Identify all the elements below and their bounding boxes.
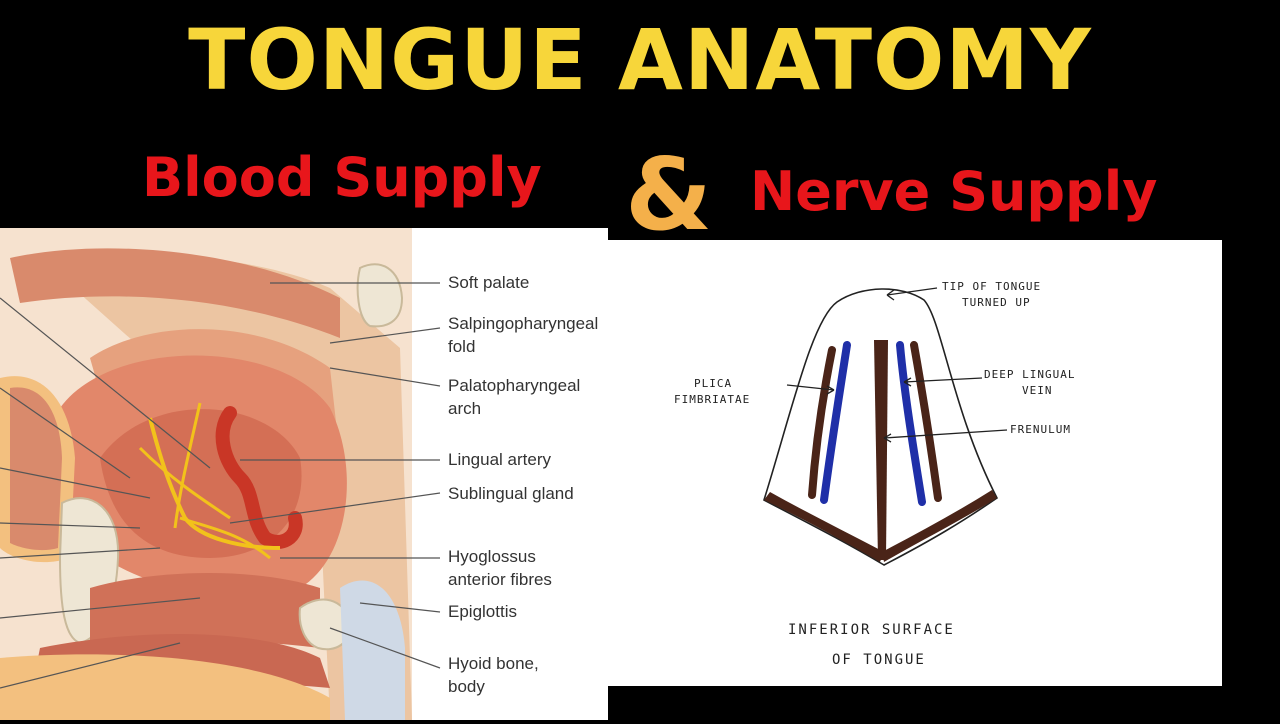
label-hyoid-body: body	[448, 677, 485, 696]
sagittal-section-panel: Soft palate Salpingopharyngeal fold Pala…	[0, 228, 608, 721]
label-hyoglossus: Hyoglossus	[448, 547, 536, 566]
ampersand: &	[625, 136, 713, 253]
caption-inferior-surface: INFERIOR SURFACE	[788, 622, 955, 638]
label-lingual-artery: Lingual artery	[448, 450, 552, 469]
label-epiglottis: Epiglottis	[448, 602, 517, 621]
label-plica: PLICA	[694, 377, 733, 390]
label-palatopharyngeal: Palatopharyngeal	[448, 376, 581, 395]
label-hyoglossus-fibres: anterior fibres	[448, 570, 552, 589]
blood-supply-heading: Blood Supply	[142, 146, 542, 209]
caption-of-tongue: OF TONGUE	[832, 652, 926, 668]
label-fimbriatae: FIMBRIATAE	[674, 393, 751, 406]
label-salpingopharyngeal: Salpingopharyngeal	[448, 314, 599, 333]
label-tip-of-tongue: TIP OF TONGUE	[942, 280, 1042, 293]
inferior-surface-panel: TIP OF TONGUE TURNED UP PLICA FIMBRIATAE…	[602, 240, 1222, 686]
label-hyoid-bone: Hyoid bone,	[448, 654, 539, 673]
nerve-supply-heading: Nerve Supply	[750, 160, 1158, 223]
label-vein: VEIN	[1022, 384, 1053, 397]
label-soft-palate: Soft palate	[448, 273, 530, 292]
sagittal-section-illustration	[0, 228, 441, 721]
label-turned-up: TURNED UP	[962, 296, 1031, 309]
label-sublingual-gland: Sublingual gland	[448, 484, 574, 503]
page-title: TONGUE ANATOMY	[188, 11, 1092, 109]
inferior-surface-drawing	[763, 287, 1008, 566]
label-salpingopharyngeal-fold: fold	[448, 337, 476, 356]
label-frenulum: FRENULUM	[1010, 423, 1071, 436]
label-deep-lingual: DEEP LINGUAL	[984, 368, 1076, 381]
label-palatopharyngeal-arch: arch	[448, 399, 482, 418]
